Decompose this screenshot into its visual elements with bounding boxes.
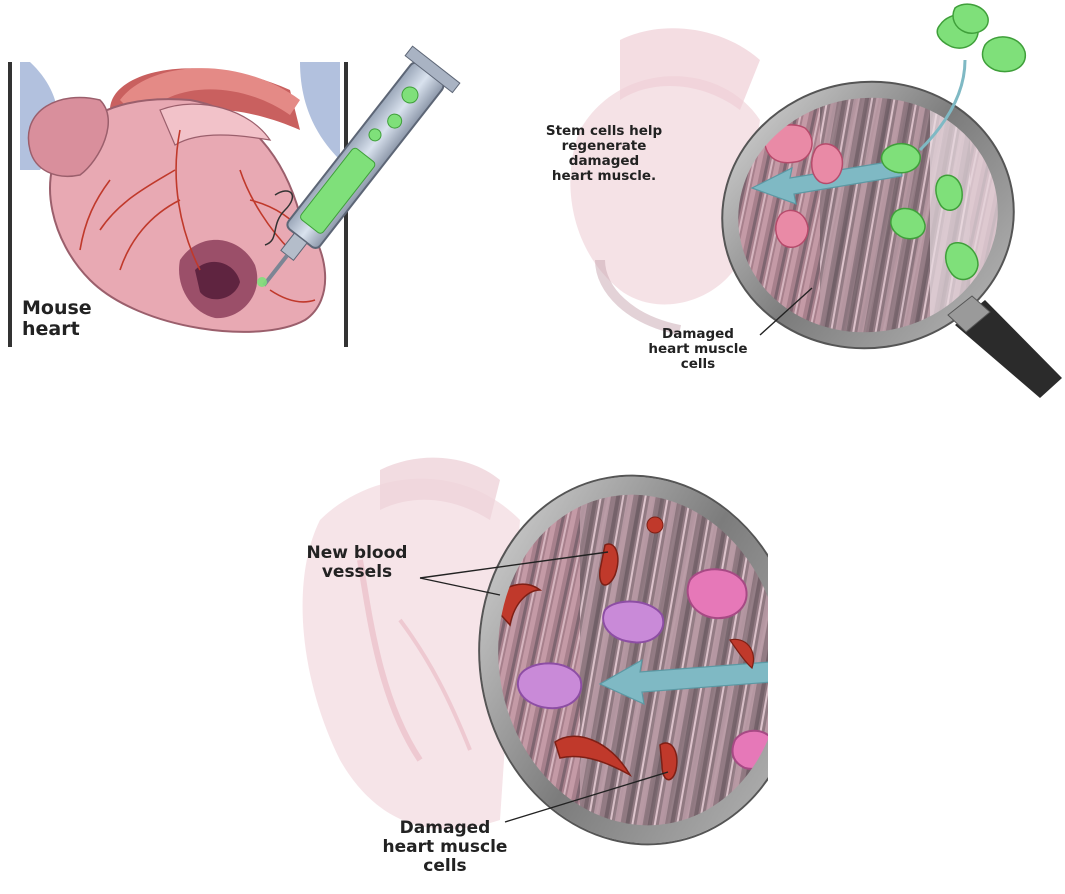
vessels-line1: New blood: [292, 544, 422, 563]
stem-label-line3: damaged: [528, 154, 680, 169]
vessels-line2: vessels: [292, 563, 422, 582]
damaged-cells-label-bottom: Damaged heart muscle cells: [355, 819, 535, 876]
mouse-heart-label-line1: Mouse: [22, 298, 92, 319]
stem-cells-label: Stem cells help regenerate damaged heart…: [528, 124, 680, 184]
damaged-top-line2: heart muscle: [633, 342, 763, 357]
frame-left-bar: [8, 62, 12, 347]
new-blood-vessels-label: New blood vessels: [292, 544, 422, 582]
damaged-bottom-line3: cells: [355, 857, 535, 876]
damaged-top-line3: cells: [633, 357, 763, 372]
damaged-bottom-line1: Damaged: [355, 819, 535, 838]
stem-label-line1: Stem cells help: [528, 124, 680, 139]
damaged-cells-label-top: Damaged heart muscle cells: [633, 327, 763, 372]
damaged-bottom-line2: heart muscle: [355, 838, 535, 857]
damaged-top-line1: Damaged: [633, 327, 763, 342]
mouse-heart-label-line2: heart: [22, 319, 92, 340]
mouse-heart-label: Mouse heart: [22, 298, 92, 339]
stem-label-line4: heart muscle.: [528, 169, 680, 184]
stem-label-line2: regenerate: [528, 139, 680, 154]
